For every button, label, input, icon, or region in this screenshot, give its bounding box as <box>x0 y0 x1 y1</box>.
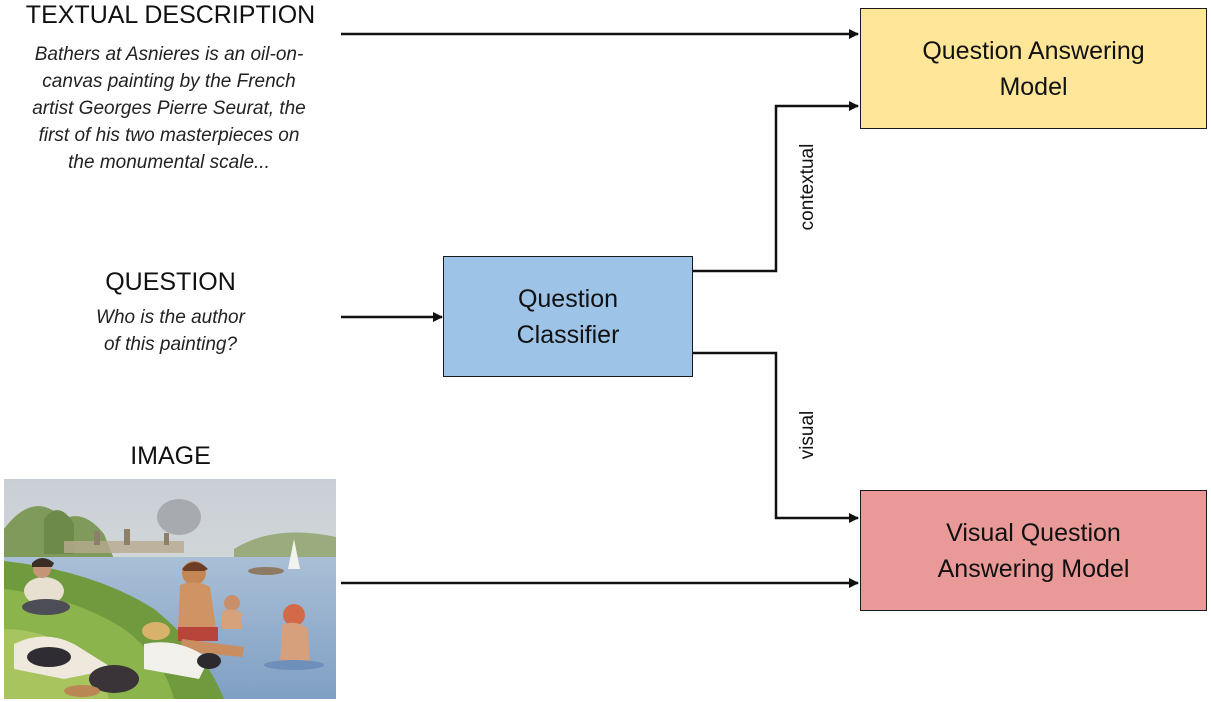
question-line: Who is the author <box>96 307 245 328</box>
question-line: of this painting? <box>103 334 238 355</box>
classifier-line: Classifier <box>516 320 620 349</box>
image-heading: IMAGE <box>130 442 211 470</box>
question-body: Who is the author of this painting? <box>0 304 341 358</box>
textual-description-heading: TEXTUAL DESCRIPTION <box>25 1 316 29</box>
qa-line: Model <box>999 72 1068 101</box>
edge-label-contextual: contextual <box>797 143 818 231</box>
description-line: artist Georges Pierre Seurat, the <box>32 98 306 119</box>
arrow-classifier-to-vqa <box>693 351 859 523</box>
question-classifier-box: Question Classifier <box>443 256 693 377</box>
textual-description-body: Bathers at Asnieres is an oil-on- canvas… <box>6 41 332 176</box>
arrow-classifier-to-qa <box>693 101 859 273</box>
question-answering-model-box: Question Answering Model <box>860 8 1207 129</box>
description-line: the monumental scale... <box>68 152 270 173</box>
description-line: Bathers at Asnieres is an oil-on- <box>34 44 304 65</box>
bathers-painting-image <box>4 479 336 699</box>
description-line: canvas painting by the French <box>42 71 296 92</box>
edge-label-visual: visual <box>797 410 818 460</box>
vqa-line: Answering Model <box>937 554 1130 583</box>
qa-line: Question Answering <box>922 36 1145 65</box>
visual-question-answering-model-box: Visual Question Answering Model <box>860 490 1207 611</box>
vqa-line: Visual Question <box>946 518 1121 547</box>
description-line: first of his two masterpieces on <box>38 125 300 146</box>
classifier-line: Question <box>517 284 619 313</box>
question-classifier-label: Question Classifier <box>517 281 620 353</box>
visual-question-answering-model-label: Visual Question Answering Model <box>938 515 1130 587</box>
question-heading: QUESTION <box>105 268 236 296</box>
question-answering-model-label: Question Answering Model <box>922 33 1144 105</box>
